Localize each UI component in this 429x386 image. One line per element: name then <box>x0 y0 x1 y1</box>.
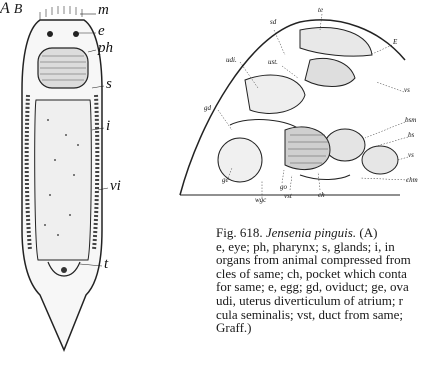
testis <box>300 28 372 57</box>
label-chm: chm <box>406 176 418 184</box>
label-wgc: wgc <box>255 196 266 204</box>
caption-line-3: organs from animal compressed from <box>216 253 429 267</box>
label-bsm: bsm <box>405 116 416 124</box>
bursa <box>325 129 365 161</box>
label-go: go <box>280 183 287 191</box>
uterus-diverticulum <box>245 75 305 114</box>
caption-line-1: Fig. 618. Jensenia pinguis. (A) <box>216 226 429 240</box>
caption-line-5: for same; e, egg; gd, oviduct; ge, ova <box>216 280 429 294</box>
label-udi: udi. <box>226 56 237 64</box>
label-E: E <box>393 38 397 46</box>
figure-caption: Fig. 618. Jensenia pinguis. (A) e, eye; … <box>216 226 429 335</box>
label-te: te <box>318 6 323 14</box>
label-vs2: vs <box>408 151 414 159</box>
label-ch: ch <box>318 191 325 199</box>
caption-line-6: udi, uterus diverticulum of atrium; r <box>216 294 429 308</box>
caption-line-7: cula seminalis; vst, duct from same; <box>216 308 429 322</box>
seminal-vesicle-upper <box>305 58 355 86</box>
label-bs: bs <box>408 131 414 139</box>
caption-part-a: (A) <box>359 226 377 240</box>
caption-line-4: cles of same; ch, pocket which conta <box>216 267 429 281</box>
label-sd: sd <box>270 18 276 26</box>
label-ust: ust. <box>268 58 278 66</box>
caption-species: Jensenia pinguis. <box>266 226 356 240</box>
label-vs: vs <box>404 86 410 94</box>
caption-line-8: Graff.) <box>216 321 429 335</box>
vesicula-seminalis <box>362 146 398 174</box>
label-gd: gd <box>204 104 211 112</box>
caption-fig-number: Fig. 618. <box>216 226 263 240</box>
label-vst: vst <box>284 192 292 200</box>
caption-line-2: e, eye; ph, pharynx; s, glands; i, in <box>216 240 429 254</box>
chamber <box>300 175 350 180</box>
label-ge: ge <box>222 176 229 184</box>
